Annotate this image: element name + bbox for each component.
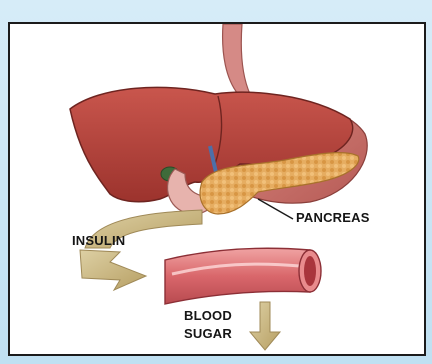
pancreas-label: PANCREAS	[296, 210, 370, 225]
insulin-label: INSULIN	[72, 233, 125, 248]
blood-label: BLOOD	[184, 308, 232, 323]
anatomy-illustration	[10, 24, 424, 354]
down-arrow-icon	[250, 302, 280, 350]
sugar-label: SUGAR	[184, 326, 232, 341]
blood-vessel	[165, 248, 321, 304]
esophagus	[223, 24, 250, 94]
diagram-panel: PANCREAS INSULIN BLOOD SUGAR	[8, 22, 426, 356]
